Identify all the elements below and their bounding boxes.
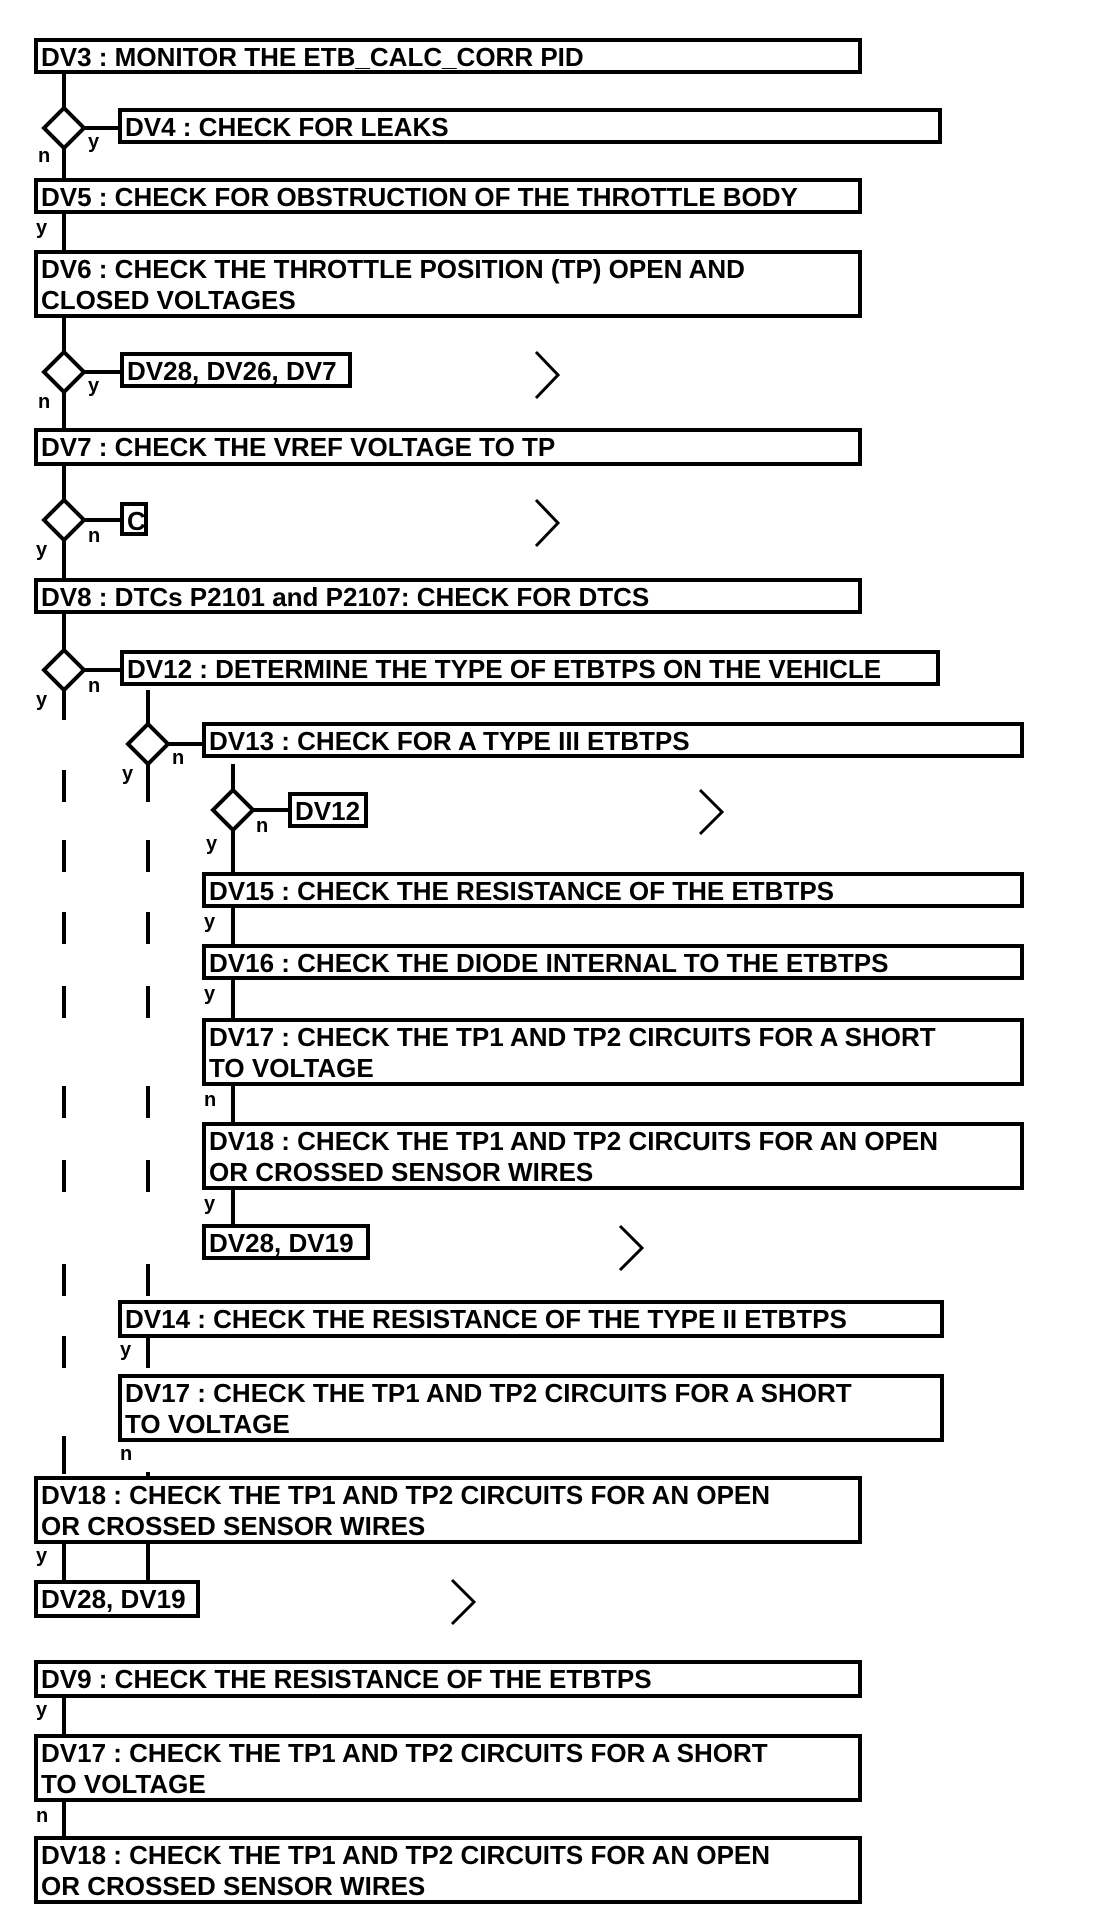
step-dv17-type2: DV17 : CHECK THE TP1 AND TP2 CIRCUITS FO… [118, 1374, 944, 1442]
branch-label-yes: y [122, 763, 134, 785]
arrow-icon [618, 1224, 645, 1272]
step-dv15: DV15 : CHECK THE RESISTANCE OF THE ETBTP… [202, 872, 1024, 908]
step-dv8: DV8 : DTCs P2101 and P2107: CHECK FOR DT… [34, 578, 862, 614]
branch-label-yes: y [88, 375, 100, 397]
step-dv28-dv26-dv7: DV28, DV26, DV7 [120, 352, 352, 388]
branch-label-yes: y [88, 131, 100, 153]
step-dv18-dv9: DV18 : CHECK THE TP1 AND TP2 CIRCUITS FO… [34, 1836, 862, 1904]
branch-label-no: n [256, 815, 269, 837]
arrow-icon [534, 498, 561, 548]
branch-label-yes: y [120, 1339, 132, 1361]
decision-diamond [41, 647, 87, 693]
arrow-icon [698, 788, 725, 836]
step-dv18-main: DV18 : CHECK THE TP1 AND TP2 CIRCUITS FO… [34, 1476, 862, 1544]
decision-diamond [41, 349, 87, 395]
step-dv14: DV14 : CHECK THE RESISTANCE OF THE TYPE … [118, 1300, 944, 1338]
step-dv18-type3: DV18 : CHECK THE TP1 AND TP2 CIRCUITS FO… [202, 1122, 1024, 1190]
arrow-icon [450, 1578, 477, 1626]
decision-diamond [125, 721, 171, 767]
branch-label-yes: y [204, 911, 216, 933]
branch-label-yes: y [36, 539, 48, 561]
branch-label-yes: y [36, 217, 48, 239]
branch-label-no: n [38, 145, 51, 167]
step-dv9: DV9 : CHECK THE RESISTANCE OF THE ETBTPS [34, 1660, 862, 1698]
step-dv28-dv19-type3: DV28, DV19 [202, 1224, 370, 1260]
branch-label-no: n [36, 1805, 49, 1827]
branch-label-no: n [204, 1089, 217, 1111]
decision-diamond [41, 105, 87, 151]
branch-label-yes: y [204, 1193, 216, 1215]
branch-label-yes: y [206, 833, 218, 855]
step-c: C [120, 502, 148, 536]
step-dv4: DV4 : CHECK FOR LEAKS [118, 108, 942, 144]
step-dv12: DV12 : DETERMINE THE TYPE OF ETBTPS ON T… [120, 650, 940, 686]
decision-diamond [41, 497, 87, 543]
branch-label-yes: y [36, 1699, 48, 1721]
step-dv28-dv19-main: DV28, DV19 [34, 1580, 200, 1618]
step-dv6: DV6 : CHECK THE THROTTLE POSITION (TP) O… [34, 250, 862, 318]
step-dv17-type3: DV17 : CHECK THE TP1 AND TP2 CIRCUITS FO… [202, 1018, 1024, 1086]
step-dv3: DV3 : MONITOR THE ETB_CALC_CORR PID [34, 38, 862, 74]
branch-label-yes: y [36, 1545, 48, 1567]
branch-label-no: n [120, 1443, 133, 1465]
step-dv16: DV16 : CHECK THE DIODE INTERNAL TO THE E… [202, 944, 1024, 980]
branch-label-no: n [88, 675, 101, 697]
arrow-icon [534, 350, 561, 400]
step-dv7: DV7 : CHECK THE VREF VOLTAGE TO TP [34, 428, 862, 466]
branch-label-yes: y [204, 983, 216, 1005]
branch-label-no: n [38, 391, 51, 413]
step-dv5: DV5 : CHECK FOR OBSTRUCTION OF THE THROT… [34, 178, 862, 214]
decision-diamond [210, 787, 256, 833]
step-dv17-dv9: DV17 : CHECK THE TP1 AND TP2 CIRCUITS FO… [34, 1734, 862, 1802]
step-dv12-ref: DV12 [288, 792, 368, 828]
step-dv13: DV13 : CHECK FOR A TYPE III ETBTPS [202, 722, 1024, 758]
branch-label-yes: y [36, 689, 48, 711]
branch-label-no: n [88, 525, 101, 547]
branch-label-no: n [172, 747, 185, 769]
